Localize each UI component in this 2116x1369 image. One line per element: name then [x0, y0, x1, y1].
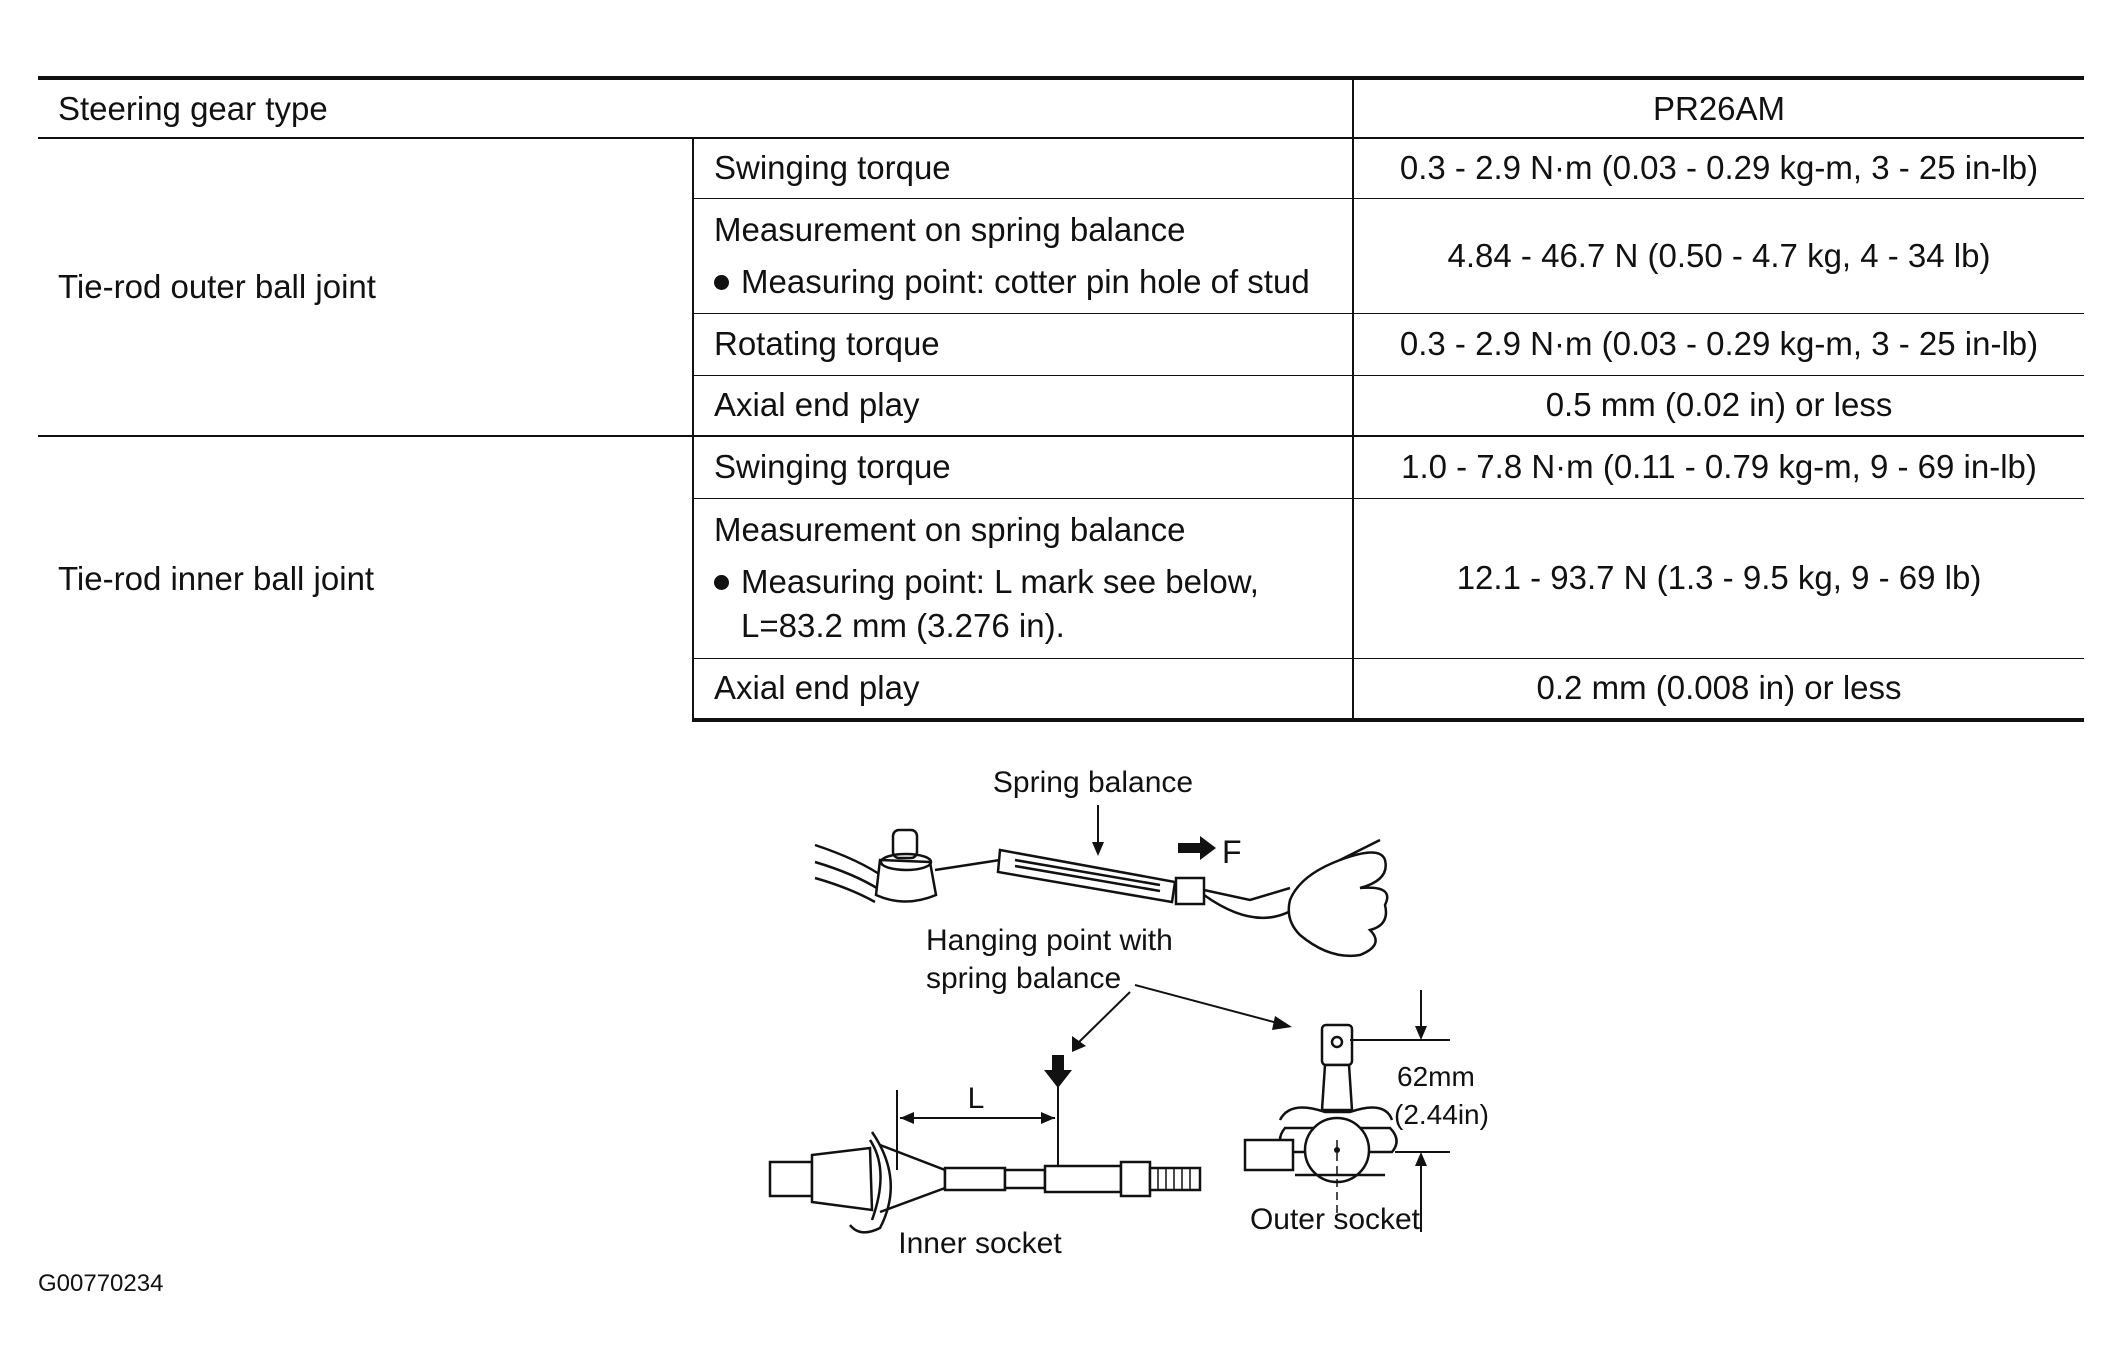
height-dimension [1350, 990, 1450, 1232]
ball-center-icon [1334, 1147, 1340, 1153]
inner-axial-label: Axial end play [691, 657, 1354, 722]
table-row: Measurement on spring balance Measuring … [38, 497, 2085, 658]
inner-spring-note-line-2: L=83.2 mm (3.276 in). [741, 607, 1065, 644]
inner-spring-cell: Measurement on spring balance Measuring … [691, 497, 1354, 658]
hanging-leader-outer [1134, 984, 1286, 1026]
outer-socket-label: Outer socket [1250, 1203, 1421, 1236]
table-row: Rotating torque 0.3 - 2.9 N·m (0.03 - 0.… [38, 312, 2085, 375]
table-row: Axial end play 0.5 mm (0.02 in) or less [38, 374, 2085, 436]
length-label: L [968, 1082, 985, 1115]
bullet-icon [714, 274, 729, 290]
hanging-point-arrow-icon [1044, 1055, 1072, 1088]
leader-arrowhead-icon [1092, 842, 1104, 856]
table-row: Tie-rod inner ball joint Swinging torque… [38, 435, 2085, 720]
hanging-point-label-line-2: spring balance [926, 962, 1121, 995]
force-arrow-icon [1178, 836, 1216, 860]
header-row: Steering gear type PR26AM [38, 76, 2085, 138]
outer-axial-value: 0.5 mm (0.02 in) or less [1352, 374, 2085, 436]
header-label: Steering gear type [38, 76, 1354, 138]
outer-swinging-value: 0.3 - 2.9 N·m (0.03 - 0.29 kg-m, 3 - 25 … [1352, 137, 2085, 198]
dimension-mm-label: 62mm [1397, 1061, 1475, 1092]
inner-axial-value: 0.2 mm (0.008 in) or less [1352, 657, 2085, 722]
outer-spring-label: Measurement on spring balance [714, 210, 1186, 248]
inner-socket-label: Inner socket [898, 1227, 1062, 1260]
dimension-in-label: (2.44in) [1394, 1099, 1489, 1130]
table-row: Measurement on spring balance Measuring … [38, 197, 2085, 313]
inner-swinging-label: Swinging torque [691, 435, 1354, 498]
dimension-arrowhead-icon [1415, 1152, 1427, 1166]
leader-arrowhead-icon [1072, 1036, 1086, 1052]
force-label: F [1222, 834, 1242, 870]
outer-rotating-value: 0.3 - 2.9 N·m (0.03 - 0.29 kg-m, 3 - 25 … [1352, 312, 2085, 375]
outer-axial-label: Axial end play [691, 374, 1354, 436]
outer-joint-label: Tie-rod outer ball joint [38, 137, 693, 436]
dimension-arrowhead-icon [1041, 1112, 1055, 1124]
outer-spring-value: 4.84 - 46.7 N (0.50 - 4.7 kg, 4 - 34 lb) [1352, 197, 2085, 313]
figure-code: G00770234 [38, 1270, 164, 1297]
length-dimension [896, 1085, 1059, 1170]
spec-table: Steering gear type PR26AM Tie-rod outer … [38, 76, 2085, 722]
inner-socket-illustration [768, 1131, 1202, 1234]
table-row: Tie-rod outer ball joint Swinging torque… [38, 137, 2085, 436]
hanging-point-label-line-1: Hanging point with [926, 924, 1173, 957]
outer-socket-illustration [1243, 1023, 1398, 1184]
spring-balance-illustration [814, 828, 1389, 957]
table-row: Axial end play 0.2 mm (0.008 in) or less [38, 657, 2085, 722]
inner-spring-value: 12.1 - 93.7 N (1.3 - 9.5 kg, 9 - 69 lb) [1352, 497, 2085, 658]
dimension-arrowhead-icon [900, 1112, 914, 1124]
outer-spring-cell: Measurement on spring balance Measuring … [691, 197, 1354, 313]
inner-swinging-value: 1.0 - 7.8 N·m (0.11 - 0.79 kg-m, 9 - 69 … [1352, 435, 2085, 498]
outer-swinging-label: Swinging torque [691, 137, 1354, 198]
leader-arrowhead-icon [1272, 1016, 1292, 1030]
inner-spring-note-line-1: Measuring point: L mark see below, [741, 563, 1259, 600]
outer-spring-note-text: Measuring point: cotter pin hole of stud [741, 262, 1310, 300]
dimension-arrowhead-icon [1415, 1026, 1427, 1040]
bullet-icon [714, 575, 729, 590]
inner-spring-label: Measurement on spring balance [714, 511, 1186, 548]
outer-rotating-label: Rotating torque [691, 312, 1354, 375]
inner-spring-note-block: Measuring point: L mark see below, L=83.… [741, 563, 1259, 645]
header-value: PR26AM [1352, 76, 2085, 138]
hanging-leader-inner [1077, 991, 1131, 1044]
inner-joint-label: Tie-rod inner ball joint [38, 435, 693, 720]
spring-balance-label: Spring balance [993, 766, 1193, 799]
inner-spring-note: Measuring point: L mark see below, L=83.… [714, 563, 1332, 645]
outer-spring-note: Measuring point: cotter pin hole of stud [714, 263, 1332, 301]
